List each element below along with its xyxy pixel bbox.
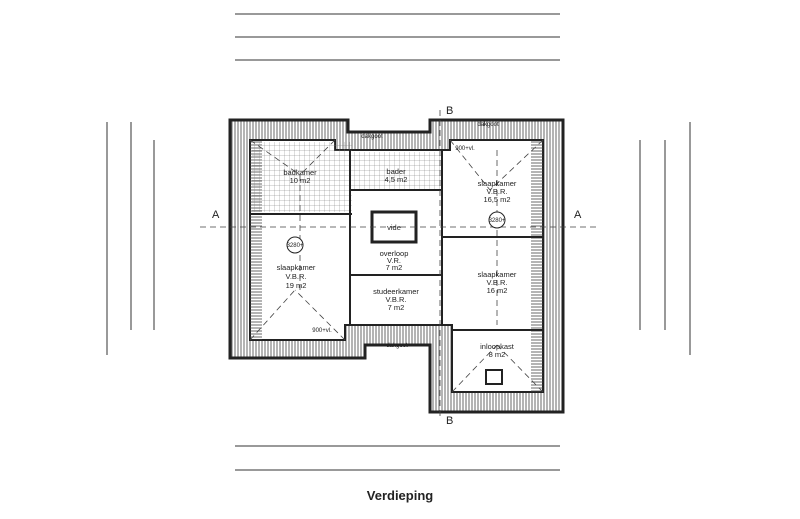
gutter-label: dakgoot bbox=[386, 343, 408, 349]
room-type: V.B.R. bbox=[286, 272, 307, 281]
room-area: 4,5 m2 bbox=[385, 175, 408, 184]
room-labels: badkamer 10 m2 bader 4,5 m2 slaapkamer V… bbox=[277, 167, 517, 359]
room-name: vide bbox=[387, 223, 401, 232]
gutter-label: dakgoot bbox=[477, 122, 499, 128]
section-marker-b-bottom: B bbox=[446, 415, 453, 427]
room-area: 16 m2 bbox=[487, 286, 508, 295]
section-marker-a-right: A bbox=[574, 209, 582, 221]
bathroom-tiles bbox=[252, 142, 352, 212]
room-area: 16,5 m2 bbox=[483, 195, 510, 204]
gutter-label: dakgoot bbox=[361, 134, 383, 140]
window-sill-label: 900+vl. bbox=[455, 146, 475, 152]
room-name: slaapkamer bbox=[478, 179, 517, 188]
section-marker-a-left: A bbox=[212, 209, 220, 221]
room-name: badkamer bbox=[283, 168, 317, 177]
room-type: V.B.R. bbox=[487, 187, 508, 196]
height-mark: 3280+ bbox=[489, 218, 506, 224]
room-area: 19 m2 bbox=[286, 281, 307, 290]
room-name: slaapkamer bbox=[478, 270, 517, 279]
room-name: studeerkamer bbox=[373, 287, 419, 296]
toilet-tiles bbox=[352, 152, 442, 190]
room-name: inloopkast bbox=[480, 342, 515, 351]
room-type: V.B.R. bbox=[487, 278, 508, 287]
internal-walls bbox=[250, 150, 543, 331]
section-marker-b-top: B bbox=[446, 105, 453, 117]
room-type: V.R. bbox=[387, 256, 401, 265]
room-area: 7 m2 bbox=[386, 263, 403, 272]
room-type: V.B.R. bbox=[386, 295, 407, 304]
room-name: overloop bbox=[380, 249, 409, 258]
room-area: 8 m2 bbox=[489, 350, 506, 359]
drawing-title: Verdieping bbox=[366, 488, 434, 503]
room-name: slaapkamer bbox=[277, 263, 316, 272]
roof-hatch bbox=[485, 369, 503, 385]
room-area: 10 m2 bbox=[290, 176, 311, 185]
room-name: bader bbox=[386, 167, 406, 176]
room-area: 7 m2 bbox=[388, 303, 405, 312]
height-mark: 3280+ bbox=[287, 243, 304, 249]
roof-lines bbox=[200, 110, 600, 420]
window-sill-label: 900+vl. bbox=[312, 328, 332, 334]
dimension-lines bbox=[106, 13, 691, 471]
